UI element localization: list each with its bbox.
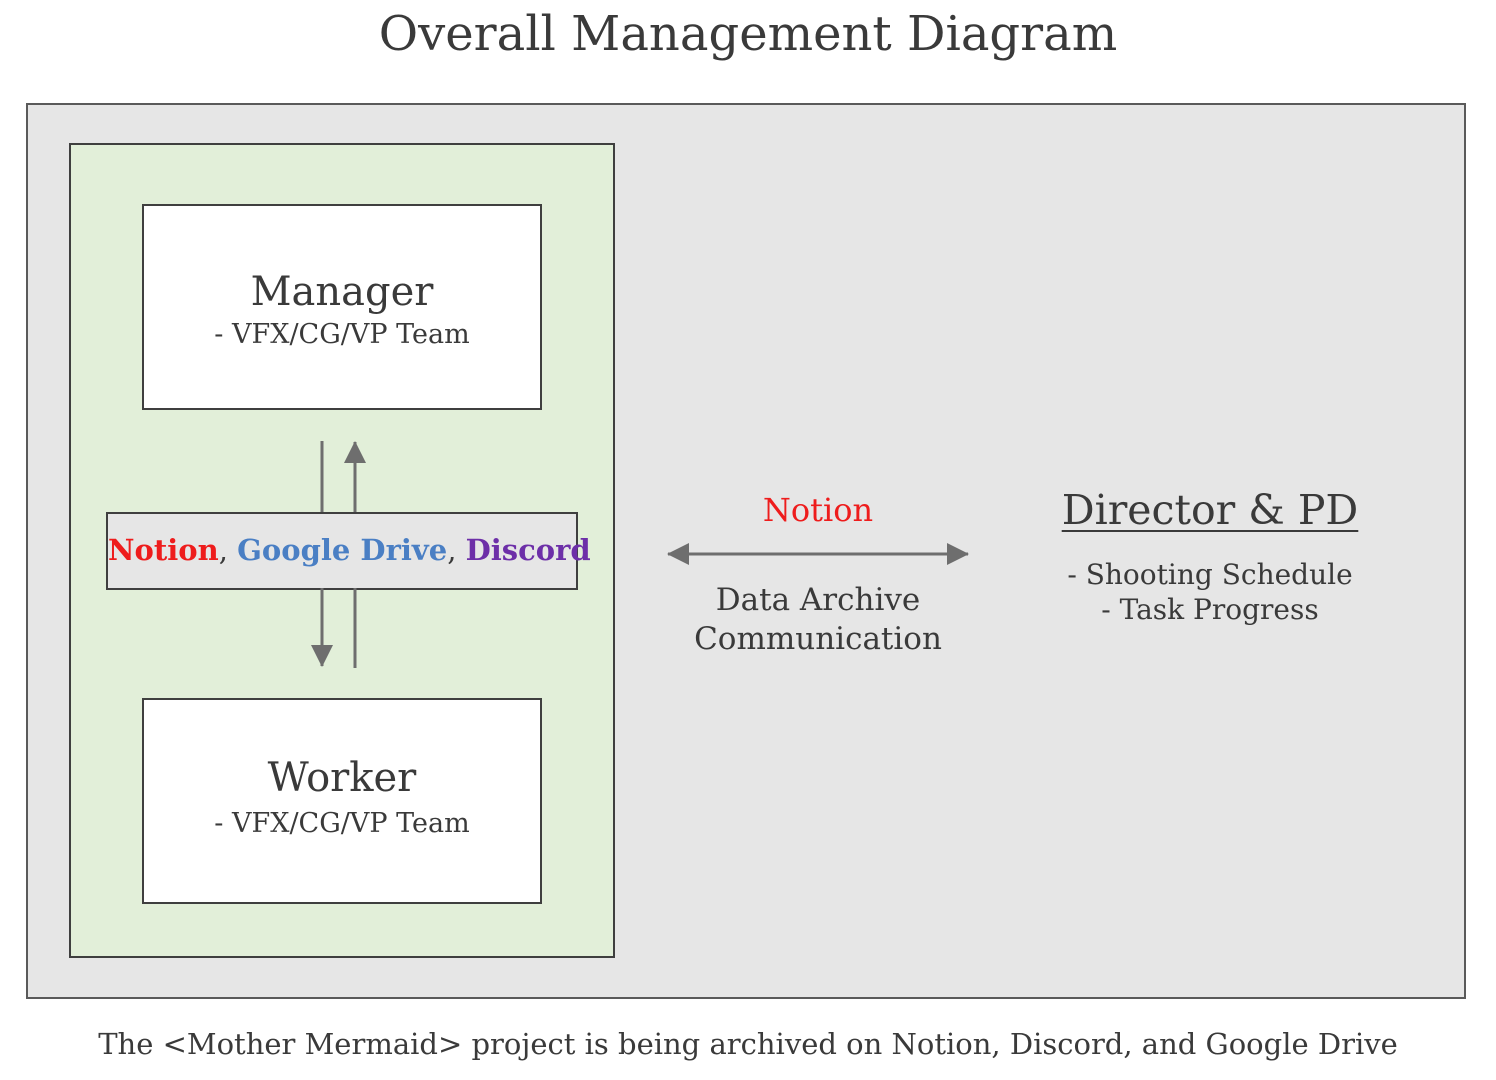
link-purpose-line: Communication <box>694 621 942 657</box>
tools-box: Notion, Google Drive, Discord <box>106 512 591 590</box>
director-item: - Shooting Schedule <box>1067 558 1353 591</box>
tool-separator: , <box>218 533 238 567</box>
manager-team: - VFX/CG/VP Team <box>214 319 470 350</box>
worker-team: - VFX/CG/VP Team <box>214 808 470 839</box>
tool-google-drive: Google Drive <box>237 533 448 567</box>
tool-separator: , <box>447 533 466 567</box>
link-purpose-line: Data Archive <box>715 582 921 618</box>
tool-discord: Discord <box>465 533 591 567</box>
director-item: - Task Progress <box>1101 593 1319 626</box>
director-items: - Shooting Schedule - Task Progress <box>1030 557 1390 627</box>
director-title: Director & PD <box>1061 486 1359 534</box>
worker-title: Worker <box>267 755 417 801</box>
caption: The <Mother Mermaid> project is being ar… <box>98 1027 1398 1061</box>
worker-box: Worker - VFX/CG/VP Team <box>142 698 542 904</box>
diagram-title: Overall Management Diagram <box>378 6 1118 62</box>
tool-notion: Notion <box>108 533 219 567</box>
manager-box: Manager - VFX/CG/VP Team <box>142 204 542 410</box>
link-tool-label: Notion <box>762 491 874 529</box>
manager-title: Manager <box>250 269 434 315</box>
link-purpose: Data Archive Communication <box>668 581 968 659</box>
